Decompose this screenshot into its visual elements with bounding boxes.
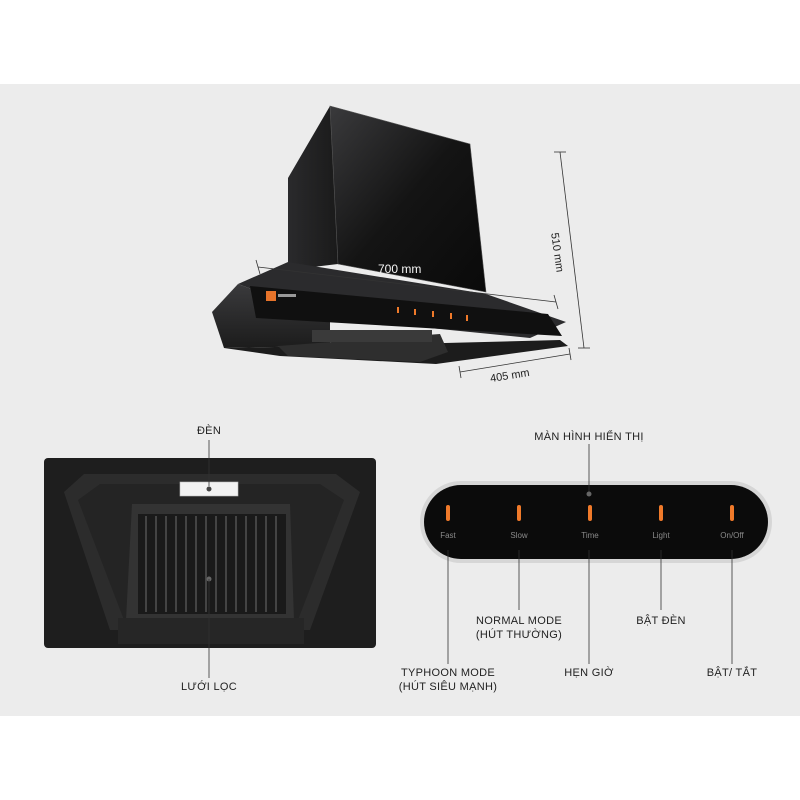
height-dimension-line bbox=[554, 151, 590, 349]
filter-mesh bbox=[138, 514, 286, 614]
filter-label: LƯỚI LỌC bbox=[180, 681, 238, 693]
normal-mode-label: NORMAL MODE (HÚT THƯỜNG) bbox=[464, 614, 574, 642]
light-on-label: BẬT ĐÈN bbox=[636, 615, 686, 627]
button-light[interactable]: Light bbox=[652, 531, 670, 540]
power-label: BẬT/ TẮT bbox=[706, 667, 758, 679]
typhoon-mode-label: TYPHOON MODE (HÚT SIÊU MẠNH) bbox=[392, 666, 504, 694]
button-time[interactable]: Time bbox=[581, 531, 599, 540]
button-slow[interactable]: Slow bbox=[510, 531, 528, 540]
normal-mode-line2: (HÚT THƯỜNG) bbox=[475, 629, 563, 641]
width-dimension-label: 700 mm bbox=[378, 262, 422, 276]
normal-mode-line1: NORMAL MODE bbox=[475, 615, 562, 627]
button-power[interactable]: On/Off bbox=[720, 531, 744, 540]
width-dimension-line bbox=[255, 259, 559, 310]
depth-dimension-line bbox=[458, 347, 572, 379]
filter-grille bbox=[312, 330, 432, 342]
light-label: ĐÈN bbox=[196, 425, 222, 437]
panel-button-marks bbox=[397, 307, 468, 321]
typhoon-mode-line2: (HÚT SIÊU MẠNH) bbox=[398, 681, 498, 693]
button-fast[interactable]: Fast bbox=[440, 531, 456, 540]
button-marks bbox=[446, 505, 734, 521]
brand-logo bbox=[266, 291, 296, 301]
timer-label: HẸN GIỜ bbox=[564, 667, 614, 679]
display-label: MÀN HÌNH HIỂN THỊ bbox=[534, 431, 644, 443]
typhoon-mode-line1: TYPHOON MODE bbox=[400, 667, 496, 679]
